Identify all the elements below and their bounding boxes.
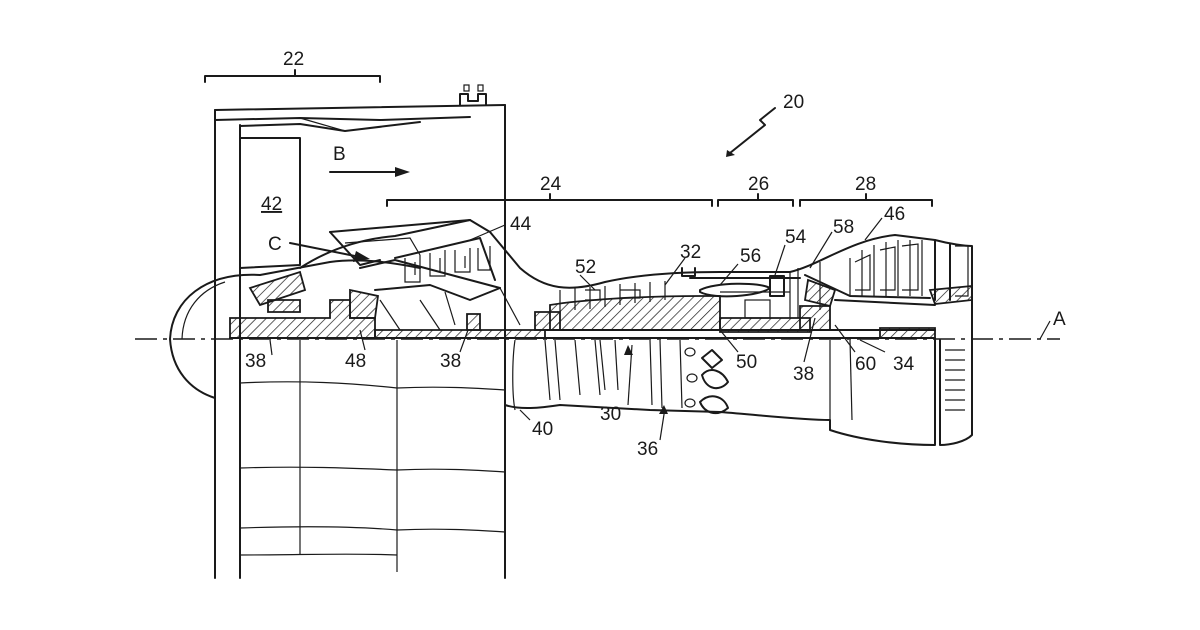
- bracket-22: [205, 76, 380, 82]
- label-48: 48: [345, 351, 366, 372]
- label-38-right: 38: [793, 364, 814, 385]
- label-60: 60: [855, 354, 876, 375]
- label-20: 20: [783, 92, 804, 113]
- label-36: 36: [637, 439, 658, 460]
- label-26: 26: [748, 174, 769, 195]
- section-brackets: [205, 70, 932, 206]
- flow-arrows: [290, 108, 775, 262]
- bracket-24: [387, 200, 712, 206]
- label-28: 28: [855, 174, 876, 195]
- label-52: 52: [575, 257, 596, 278]
- bracket-26: [718, 200, 793, 206]
- label-42: 42: [261, 194, 282, 215]
- label-46: 46: [884, 204, 905, 225]
- label-38-left: 38: [245, 351, 266, 372]
- label-32: 32: [680, 242, 701, 263]
- reference-arrow-20: [730, 108, 775, 153]
- label-a: A: [1053, 309, 1066, 330]
- label-56: 56: [740, 246, 761, 267]
- label-54: 54: [785, 227, 807, 248]
- label-40: 40: [532, 419, 553, 440]
- label-58: 58: [833, 217, 854, 238]
- label-b: B: [333, 144, 346, 165]
- label-c: C: [268, 234, 282, 255]
- low-pressure-compressor: [360, 246, 500, 300]
- structural-hatched-parts: [230, 272, 972, 338]
- label-22: 22: [283, 49, 304, 70]
- label-44: 44: [510, 214, 532, 235]
- label-38-middle: 38: [440, 351, 461, 372]
- label-50: 50: [736, 352, 757, 373]
- label-34: 34: [893, 354, 915, 375]
- label-24: 24: [540, 174, 562, 195]
- core-flow-arrow-c: [290, 243, 365, 258]
- reference-labels: 20 22 24 26 28 A B C 42 44 52 32 56 54 5…: [245, 49, 1066, 460]
- core-casing: [260, 220, 972, 300]
- label-30: 30: [600, 404, 621, 425]
